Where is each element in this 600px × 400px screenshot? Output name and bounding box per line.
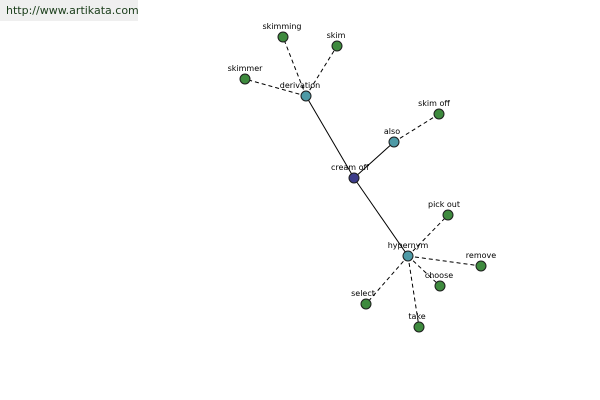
node-circle-take[interactable] [413,321,425,333]
node-choose[interactable]: choose [425,271,453,292]
edge-derivation-to-skim [305,45,338,97]
node-skim[interactable]: skim [327,31,346,52]
node-label-take: take [408,312,425,321]
edge-hypernym-to-select [365,255,409,305]
edge-derivation-to-skimmer [244,78,307,97]
node-label-skim: skim [327,31,346,40]
edge-hypernym-to-remove [407,255,482,267]
node-label-select: select [351,289,375,298]
edge-hypernym-to-take [407,255,420,328]
node-circle-skim-off[interactable] [433,108,445,120]
node-circle-hypernym[interactable] [402,250,414,262]
graph-nodes: cream off derivation also hypernym skimming s… [228,22,496,333]
node-label-skimmer: skimmer [228,64,264,73]
node-circle-select[interactable] [360,298,372,310]
node-label-remove: remove [466,251,496,260]
node-circle-choose[interactable] [434,280,446,292]
node-skim-off[interactable]: skim off [418,99,450,120]
edge-cream-off-to-derivation [305,95,355,179]
node-derivation[interactable]: derivation [280,81,320,102]
graph-edges [244,36,482,328]
node-cream-off[interactable]: cream off [331,163,370,184]
node-label-cream-off: cream off [331,163,370,172]
node-circle-skimming[interactable] [277,31,289,43]
node-circle-skimmer[interactable] [239,73,251,85]
node-skimming[interactable]: skimming [263,22,302,43]
edge-cream-off-to-hypernym [353,177,409,257]
node-circle-skim[interactable] [331,40,343,52]
edge-also-to-skim-off [393,113,440,143]
node-skimmer[interactable]: skimmer [228,64,264,85]
node-remove[interactable]: remove [466,251,496,272]
node-label-skimming: skimming [263,22,302,31]
edge-hypernym-to-pick-out [407,214,449,257]
node-also[interactable]: also [384,127,400,148]
site-url-banner[interactable]: http://www.artikata.com [0,0,138,21]
edge-hypernym-to-choose [407,255,441,287]
node-circle-cream-off[interactable] [348,172,360,184]
node-label-derivation: derivation [280,81,320,90]
node-circle-derivation[interactable] [300,90,312,102]
edge-derivation-to-skimming [282,36,307,97]
node-label-choose: choose [425,271,453,280]
node-label-hypernym: hypernym [388,241,429,250]
node-circle-pick-out[interactable] [442,209,454,221]
node-label-skim-off: skim off [418,99,450,108]
node-pick-out[interactable]: pick out [428,200,460,221]
node-select[interactable]: select [351,289,375,310]
node-circle-also[interactable] [388,136,400,148]
node-circle-remove[interactable] [475,260,487,272]
edge-cream-off-to-also [353,141,395,179]
node-label-pick-out: pick out [428,200,460,209]
node-hypernym[interactable]: hypernym [388,241,429,262]
node-label-also: also [384,127,400,136]
node-take[interactable]: take [408,312,426,333]
